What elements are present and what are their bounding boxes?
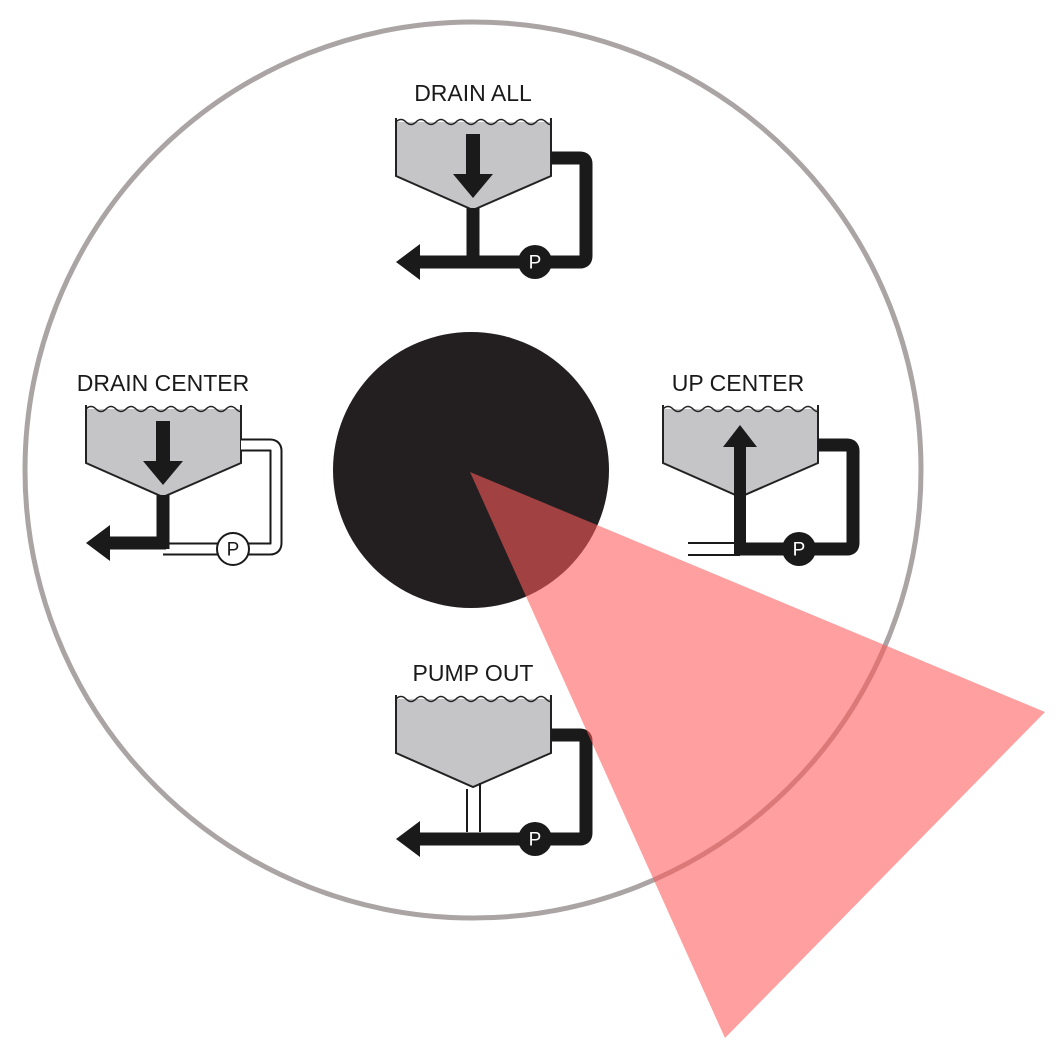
outflow-arrow-icon <box>396 821 420 857</box>
pump-icon: P <box>782 532 816 566</box>
pump-icon: P <box>518 822 552 856</box>
dial-ring <box>22 19 924 921</box>
svg-text:P: P <box>793 540 806 561</box>
outflow-arrow-icon <box>86 525 110 561</box>
position-up-center[interactable]: UP CENTER P <box>663 370 860 566</box>
position-drain-all[interactable]: DRAIN ALL P <box>396 80 593 280</box>
svg-text:P: P <box>529 830 542 851</box>
position-label: DRAIN CENTER <box>77 370 250 396</box>
pump-icon: P <box>518 245 552 279</box>
position-drain-center[interactable]: DRAIN CENTER P <box>77 370 283 566</box>
down-arrow-icon <box>143 461 183 485</box>
position-label: DRAIN ALL <box>414 80 532 106</box>
down-arrow-icon <box>453 174 493 198</box>
position-label: PUMP OUT <box>413 660 534 686</box>
svg-text:P: P <box>529 253 542 274</box>
position-label: UP CENTER <box>672 370 805 396</box>
position-pump-out[interactable]: PUMP OUT P <box>396 660 593 857</box>
pump-icon: P <box>216 532 250 566</box>
outflow-arrow-icon <box>396 244 420 280</box>
svg-text:P: P <box>227 540 240 561</box>
up-arrow-icon <box>723 425 757 447</box>
selector-pointer <box>470 472 1045 1038</box>
